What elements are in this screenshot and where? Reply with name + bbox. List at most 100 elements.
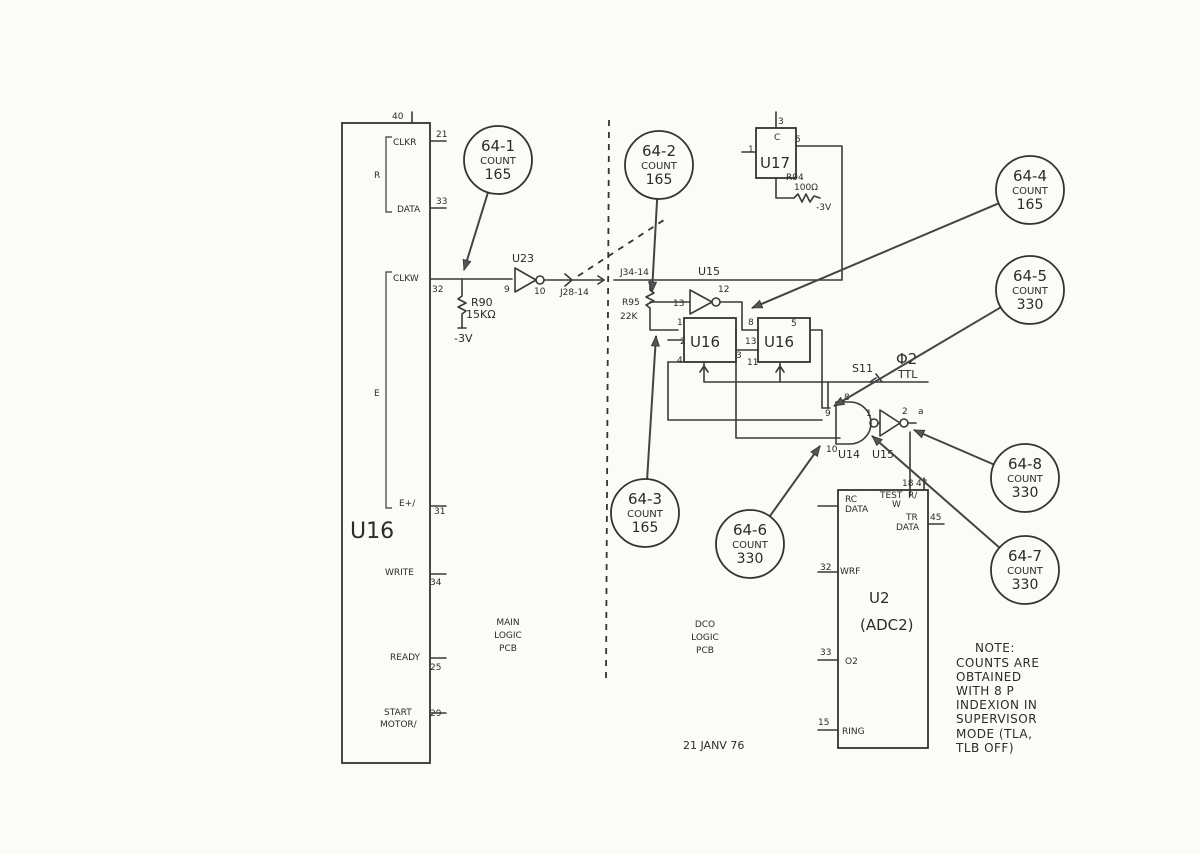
u16-a-chip: U16 1 4 3 2	[667, 317, 929, 439]
probe-circle	[995, 155, 1065, 225]
j28-connector-label: J28-14	[559, 288, 589, 298]
s11-phi2-net: S11 Φ2 TTL	[827, 350, 918, 409]
u16-a-pin2: 2	[680, 337, 686, 347]
probe-arrowhead	[871, 435, 883, 447]
clkw-net: R90 15KΩ -3V	[429, 278, 513, 345]
u2-pin47: 47	[916, 479, 927, 489]
probe-pointer	[751, 202, 1000, 309]
probe-arrowhead	[650, 334, 660, 347]
probe-count-value: 165	[646, 172, 673, 188]
note-line-1: COUNTS ARE	[956, 656, 1039, 670]
probe-circle	[624, 130, 694, 200]
u2-ring-pin: 15	[818, 718, 829, 728]
j34-connector-label: J34-14	[619, 268, 649, 278]
u16-write-label: WRITE	[385, 568, 414, 578]
u2-tr-pin: 45	[930, 513, 941, 523]
u17-chip: U17 3 C 1 5 R94 100Ω -3V	[741, 111, 832, 213]
dco-board-label: DCO LOGIC PCB	[691, 620, 719, 656]
u14-pin10: 10	[826, 445, 838, 455]
probe-id: 64-2	[642, 142, 676, 160]
main-board-label: MAIN LOGIC PCB	[494, 618, 522, 654]
probe-arrowhead	[833, 396, 846, 407]
probe-arrowhead	[913, 429, 926, 439]
u16-b-pin8: 8	[748, 318, 754, 328]
probe-pointer	[463, 192, 489, 271]
probe-count-value: 330	[1012, 577, 1039, 593]
u2-o2-pin: 33	[820, 648, 831, 658]
u16-clkw-label: CLKW	[393, 274, 419, 284]
u2-sub-label: (ADC2)	[860, 616, 914, 634]
probe-count-label: COUNT	[1007, 474, 1044, 485]
u15-bot-pin2: 2	[902, 407, 908, 417]
u16-main-label: U16	[350, 519, 394, 544]
note-line-7: TLB OFF)	[955, 741, 1014, 755]
u15-pin13: 13	[673, 299, 684, 309]
probe-circle	[715, 509, 785, 579]
u16-a-pin3: 3	[736, 351, 742, 361]
r95-value: 22K	[620, 312, 638, 322]
u16-main-chip: U16 40 R E CLKR 21 DATA 33 CLKW 32 E+/ 3…	[341, 111, 447, 764]
u16-a-label: U16	[690, 333, 720, 351]
u16-b-pin5: 5	[791, 319, 797, 329]
probe-circle	[610, 478, 680, 548]
u2-tr-data-label: DATA	[896, 523, 920, 533]
u16-write-pin: 34	[430, 578, 442, 588]
probe-pointer	[768, 445, 821, 517]
r90-value: 15KΩ	[466, 308, 496, 321]
note-line-5: SUPERVISOR	[956, 712, 1037, 726]
note-block: NOTE: COUNTS ARE OBTAINED WITH 8 P INDEX…	[955, 641, 1039, 755]
u2-o2-label: O2	[845, 657, 858, 667]
ttl-label: TTL	[897, 368, 918, 381]
probe-id: 64-6	[733, 521, 767, 539]
probe-callouts: 64-1COUNT16564-2COUNT16564-3COUNT16564-4…	[462, 125, 1065, 605]
probe-count-value: 165	[1017, 197, 1044, 213]
u17-pin-c: C	[774, 133, 780, 143]
r94-value: 100Ω	[794, 183, 818, 193]
probe-count-label: COUNT	[641, 161, 678, 172]
probe-circle	[990, 443, 1060, 513]
drawing-date: 21 JANV 76	[683, 739, 744, 752]
u16-data-pin: 33	[436, 197, 447, 207]
main-board-line3: PCB	[499, 644, 517, 654]
u16-start-label: START	[384, 708, 412, 718]
dco-board-line2: LOGIC	[691, 633, 719, 643]
u17-pin5: 5	[795, 135, 801, 145]
note-title: NOTE:	[975, 641, 1015, 655]
probe-circle	[995, 255, 1065, 325]
u16-start-pin: 29	[430, 709, 442, 719]
u16-ready-pin: 25	[430, 663, 441, 673]
u2-wrf-pin: 32	[820, 563, 831, 573]
r90-voltage: -3V	[454, 332, 473, 345]
probe-count-label: COUNT	[480, 156, 517, 167]
u15-bot-pin1: 1	[866, 409, 872, 419]
probe-count-label: COUNT	[1012, 186, 1049, 197]
u2-tr-label: TR	[905, 513, 918, 523]
u2-pin18: 18	[902, 479, 914, 489]
u23-pin-in: 9	[504, 285, 510, 295]
u2-test-label: TEST	[879, 491, 903, 501]
probe-arrowhead	[462, 258, 472, 272]
u17-pin1: 1	[748, 145, 754, 155]
u16-b-chip: U16 8 5 13 11	[745, 317, 831, 409]
probe-circle	[990, 535, 1060, 605]
u2-rc-label: RC	[845, 495, 857, 505]
probe-id: 64-3	[628, 490, 662, 508]
probe-pointer	[833, 306, 1002, 407]
u2-adc2-chip: U2 (ADC2) RC DATA WRF 32 O2 33 RING 15 T…	[817, 477, 945, 749]
u23-label: U23	[512, 252, 534, 265]
probe-count-value: 330	[737, 551, 764, 567]
probe-count-label: COUNT	[1012, 286, 1049, 297]
probe-count-label: COUNT	[627, 509, 664, 520]
probe-circle	[463, 125, 533, 195]
dco-board-line1: DCO	[695, 620, 715, 630]
note-line-3: WITH 8 P	[956, 684, 1014, 698]
u2-wrf-label: WRF	[840, 567, 860, 577]
u16-ready-label: READY	[390, 653, 421, 663]
